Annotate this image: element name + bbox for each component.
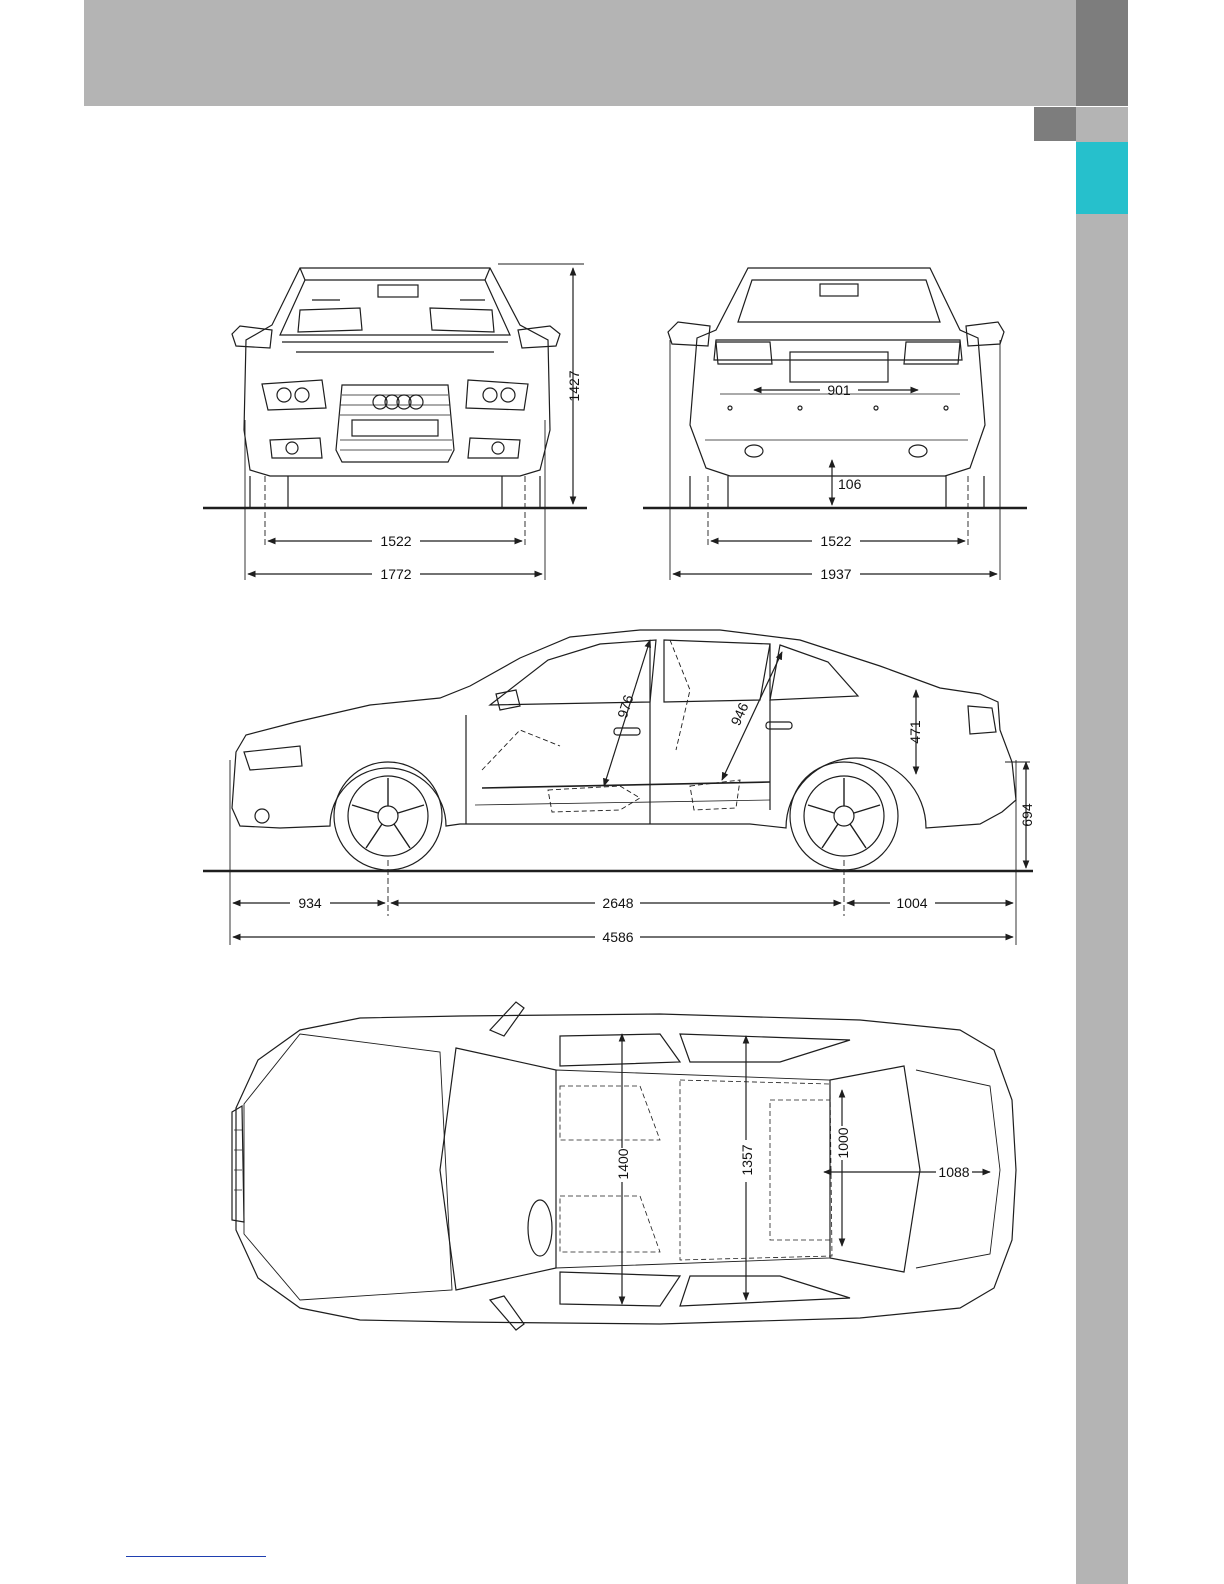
front-track-label: 1522 <box>380 533 411 549</box>
front-height-label: 1427 <box>566 370 582 401</box>
rear-plate-width-label: 901 <box>827 382 851 398</box>
overall-length-label: 4586 <box>602 929 633 945</box>
rear-interior-width-label: 1357 <box>739 1144 755 1175</box>
loading-sill-height-label: 694 <box>1019 803 1035 827</box>
wheelbase-label: 2648 <box>602 895 633 911</box>
rear-overhang-label: 1004 <box>896 895 927 911</box>
front-width-label: 1772 <box>380 566 411 582</box>
front-interior-width-label: 1400 <box>615 1148 631 1179</box>
rear-width-label: 1937 <box>820 566 851 582</box>
rear-ground-clearance-label: 106 <box>838 476 862 492</box>
front-headroom-label: 976 <box>614 693 637 720</box>
trunk-width-label: 1000 <box>835 1127 851 1158</box>
front-overhang-label: 934 <box>298 895 322 911</box>
trunk-opening-height-label: 471 <box>907 720 923 744</box>
trunk-length-label: 1088 <box>938 1164 969 1180</box>
rear-track-label: 1522 <box>820 533 851 549</box>
